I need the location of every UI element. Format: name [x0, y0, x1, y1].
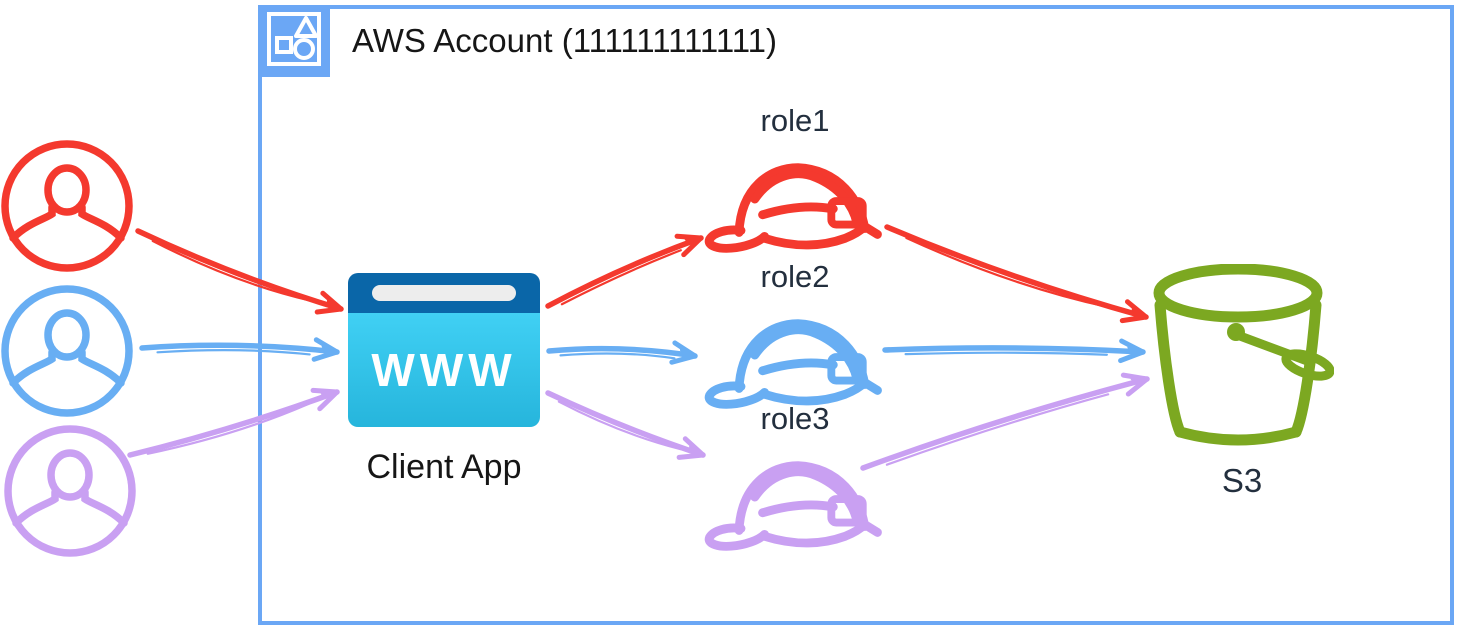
aws-account-title: AWS Account (111111111111) — [352, 22, 777, 59]
role3-label: role3 — [760, 401, 830, 436]
s3-bucket-icon — [1150, 263, 1335, 450]
user2-icon — [0, 284, 134, 418]
www-text: WWW — [371, 344, 517, 396]
browser-title-bar — [348, 273, 540, 313]
role1-hardhat-icon — [704, 163, 882, 253]
s3-label: S3 — [1221, 462, 1263, 499]
role3-node: role3 — [700, 400, 890, 554]
role2-node: role2 — [700, 258, 890, 412]
client-app-icon: WWW — [348, 273, 540, 427]
role2-hardhat-icon — [704, 319, 882, 409]
role2-label: role2 — [760, 259, 830, 294]
role1-node: role1 — [700, 102, 890, 256]
user3-icon — [3, 424, 137, 558]
client-app-label: Client App — [366, 448, 522, 486]
browser-address-bar — [372, 285, 516, 301]
aws-account-boundary — [258, 5, 1454, 625]
role1-label: role1 — [760, 103, 830, 138]
user1-icon — [0, 139, 134, 273]
role3-hardhat-icon — [704, 461, 882, 551]
browser-body: WWW — [348, 313, 540, 427]
aws-account-icon — [258, 5, 330, 77]
